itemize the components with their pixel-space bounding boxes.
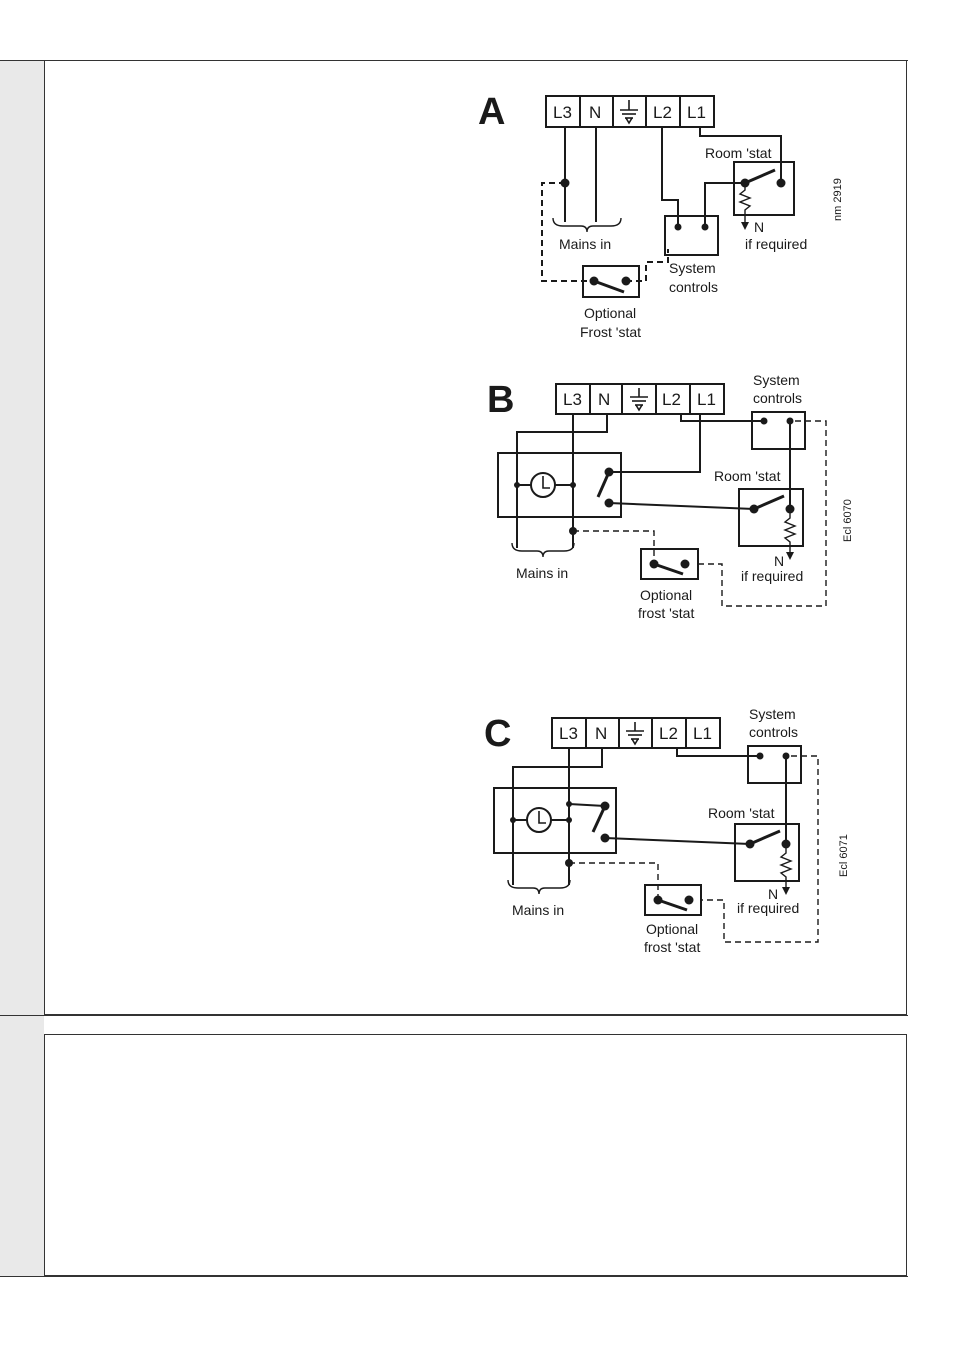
switch-icon — [593, 806, 605, 832]
diagram-c-frost-label-1: Optional — [646, 921, 698, 937]
diagram-a-letter: A — [478, 91, 505, 133]
diagram-b-system-controls — [752, 412, 805, 449]
resistor-icon — [740, 183, 750, 222]
switch-icon — [654, 564, 683, 574]
diagram-c-system-controls — [748, 746, 801, 783]
diagram-b-terminal-l2: L2 — [662, 390, 681, 409]
diagram-c: C L3 N L2 L1 Mains in — [484, 706, 850, 955]
diagram-b-terminal-l3: L3 — [563, 390, 582, 409]
diagram-a-terminal-l1: L1 — [687, 103, 706, 122]
diagram-b-frost-label-1: Optional — [640, 587, 692, 603]
diagram-a-system-label-1: System — [669, 260, 716, 276]
diagram-b-system-label-1: System — [753, 372, 800, 388]
diagram-c-terminal-l3: L3 — [559, 724, 578, 743]
diagram-b-terminal-n: N — [598, 390, 610, 409]
diagram-b-ref: Ecl 6070 — [842, 499, 854, 542]
diagram-b-frost-label-2: frost 'stat — [638, 605, 694, 621]
diagram-a-if-required: if required — [745, 236, 807, 252]
switch-icon — [745, 170, 775, 183]
diagram-b-mains-brace — [512, 543, 574, 557]
switch-icon — [754, 496, 784, 509]
diagram-b-room-stat — [739, 489, 803, 546]
diagram-c-system-label-2: controls — [749, 724, 798, 740]
diagram-b-terminal-l1: L1 — [697, 390, 716, 409]
diagram-a-system-controls — [665, 216, 718, 255]
earth-symbol-icon — [630, 388, 648, 410]
earth-symbol-icon — [626, 722, 644, 744]
diagram-a-system-label-2: controls — [669, 279, 718, 295]
diagram-c-room-stat — [735, 824, 799, 881]
diagram-a-room-stat — [734, 162, 794, 215]
diagram-a-frost-label-1: Optional — [584, 305, 636, 321]
diagram-b-n-label: N — [774, 553, 784, 569]
switch-icon — [658, 900, 687, 910]
diagram-a-n-label: N — [754, 219, 764, 235]
diagram-b-room-stat-label: Room 'stat — [714, 468, 781, 484]
diagram-b-letter: B — [487, 379, 514, 421]
earth-symbol-icon — [620, 100, 638, 123]
switch-icon — [750, 831, 780, 844]
diagram-c-mains-label: Mains in — [512, 902, 564, 918]
diagram-a-terminal-l3: L3 — [553, 103, 572, 122]
diagram-c-terminal-l2: L2 — [659, 724, 678, 743]
switch-icon — [598, 472, 609, 497]
diagram-a-ref: nm 2919 — [832, 178, 844, 221]
diagram-c-system-label-1: System — [749, 706, 796, 722]
diagram-c-room-stat-label: Room 'stat — [708, 805, 775, 821]
diagram-b: B L3 N L2 L1 Mains in — [487, 372, 854, 621]
diagram-a-terminal-n: N — [589, 103, 601, 122]
diagram-c-if-required: if required — [737, 900, 799, 916]
diagram-c-ref: Ecl 6071 — [838, 834, 850, 877]
diagram-a-room-stat-label: Room 'stat — [705, 145, 772, 161]
diagram-c-terminal-l1: L1 — [693, 724, 712, 743]
diagram-b-mains-label: Mains in — [516, 565, 568, 581]
diagram-b-if-required: if required — [741, 568, 803, 584]
switch-icon — [594, 281, 624, 292]
diagram-c-mains-brace — [508, 880, 570, 894]
diagram-a-frost-label-2: Frost 'stat — [580, 324, 641, 340]
diagram-b-system-label-2: controls — [753, 390, 802, 406]
diagram-c-terminal-n: N — [595, 724, 607, 743]
diagram-c-frost-label-2: frost 'stat — [644, 939, 700, 955]
diagram-a: A L3 N L2 L1 Mains in Optional — [478, 91, 844, 340]
diagram-a-mains-brace — [553, 218, 621, 232]
diagram-a-terminal-l2: L2 — [653, 103, 672, 122]
diagram-a-mains-label: Mains in — [559, 236, 611, 252]
diagram-c-letter: C — [484, 713, 511, 755]
